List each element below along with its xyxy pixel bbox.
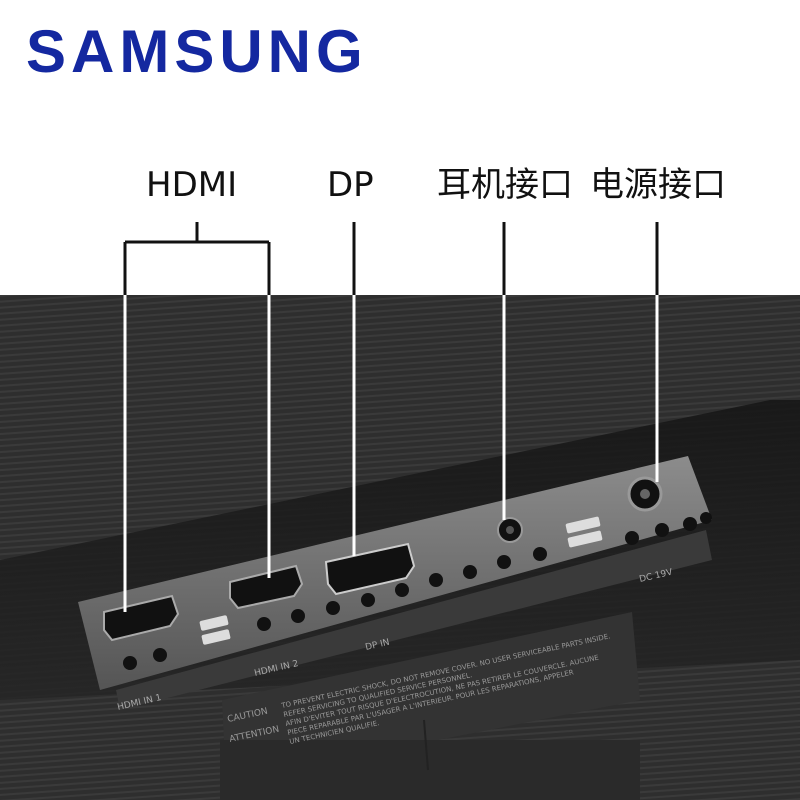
- samsung-logo: SAMSUNG: [26, 18, 368, 85]
- label-dp: DP: [327, 165, 374, 205]
- warning-sticker: [222, 612, 640, 782]
- label-headphone: 耳机接口: [437, 165, 573, 205]
- hdmi-port-1: [103, 594, 180, 642]
- monitor-rear-photo: HDMI IN 1 HDMI IN 2 DP IN DC 19V CAUTION…: [0, 295, 800, 800]
- label-hdmi: HDMI: [146, 165, 238, 205]
- dp-port: [324, 542, 416, 596]
- label-power: 电源接口: [590, 165, 726, 205]
- hdmi-port-2: [229, 564, 304, 610]
